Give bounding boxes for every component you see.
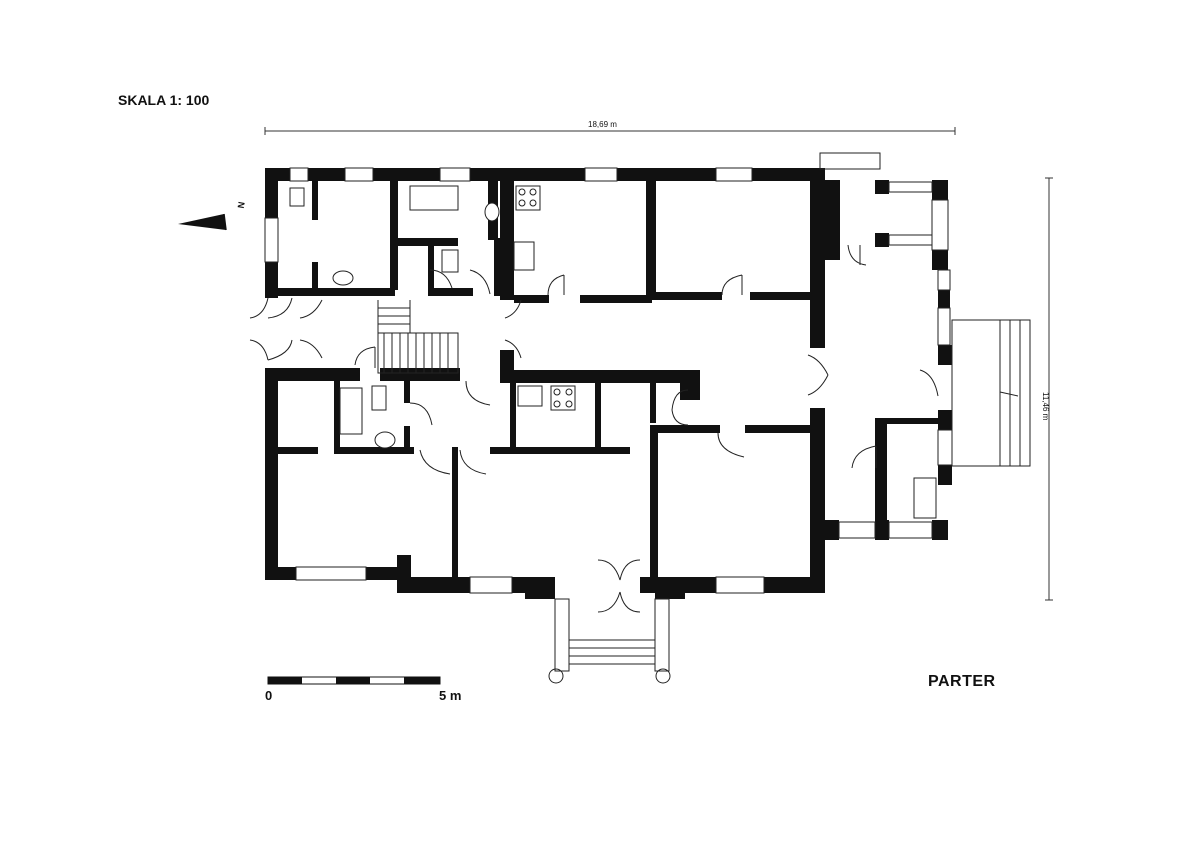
washbasin-icon [484,202,500,222]
doors [249,244,939,613]
north-arrow-icon [178,213,227,231]
toilet-icon [371,385,387,411]
entrance-steps [548,152,881,684]
interior-walls [265,180,813,578]
fixtures [289,185,937,519]
dimension-lines [264,127,1053,601]
depth-dimension-label: 11,46 m [1041,392,1050,421]
bathtub-icon [339,387,363,435]
scale-title: SKALA 1: 100 [118,92,210,108]
width-dimension-label: 18,69 m [588,120,617,129]
sink-icon [517,385,543,407]
wall-north [265,168,825,181]
scale-bar [267,676,441,685]
washbasin-icon [374,431,396,449]
bathtub-icon [409,185,459,211]
interior-stairs [377,300,459,374]
floor-title: PARTER [928,673,996,690]
toilet-icon [441,249,459,273]
washbasin-icon [332,270,354,286]
bathtub-icon [913,477,937,519]
windows [264,167,953,594]
scale-bar-end-label: 5 m [439,688,462,703]
toilet-icon [289,187,305,207]
terrace-steps [951,319,1031,467]
sink-icon [513,241,535,271]
scale-bar-start-label: 0 [265,688,273,703]
